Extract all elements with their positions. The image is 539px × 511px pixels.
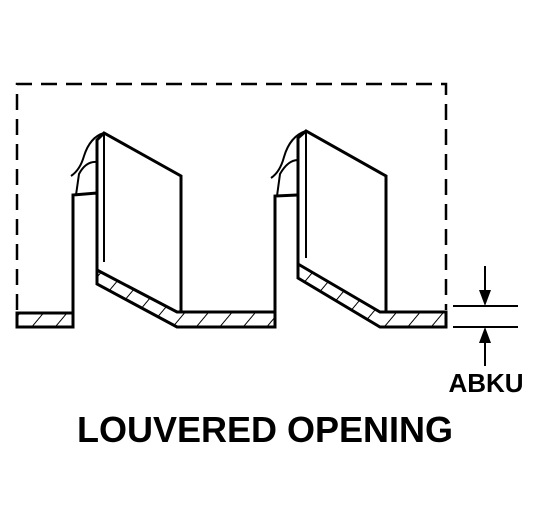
- base-section-right: [296, 261, 448, 329]
- arrow-up-icon: [479, 327, 491, 343]
- thickness-dimension: ABKU: [448, 266, 524, 398]
- louver-right: [270, 129, 388, 313]
- base-sheet-sections: [15, 261, 448, 329]
- diagram-caption: LOUVERED OPENING: [77, 409, 453, 450]
- dimension-label: ABKU: [448, 368, 523, 398]
- base-section-left: [15, 311, 75, 329]
- base-section-middle: [95, 267, 277, 329]
- louver-left: [70, 131, 183, 313]
- dashed-outline: [15, 82, 448, 310]
- arrow-down-icon: [479, 290, 491, 306]
